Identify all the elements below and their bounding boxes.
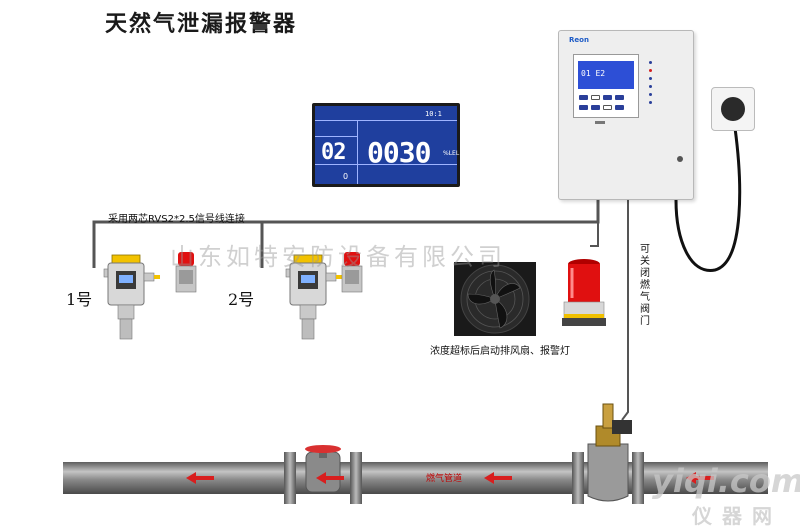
power-socket-icon bbox=[711, 87, 755, 131]
led-strip bbox=[595, 121, 605, 124]
alarm-beacon-icon bbox=[562, 259, 606, 326]
flow-arrow-icon bbox=[316, 472, 344, 484]
lock-icon bbox=[677, 156, 683, 162]
diagram-title: 天然气泄漏报警器 bbox=[105, 11, 298, 37]
lcd-main-value: 0030 bbox=[367, 136, 431, 169]
flow-arrow-icon bbox=[484, 472, 512, 484]
detector-1-label: 1号 bbox=[66, 290, 93, 309]
pipe-flange bbox=[350, 452, 362, 504]
alarm-controller: Reon 01 E2 bbox=[558, 30, 694, 200]
gas-detector-icon bbox=[285, 254, 342, 340]
alarm-beacon-icon bbox=[175, 252, 197, 293]
site-watermark-domain: yiqi.com bbox=[652, 462, 800, 500]
pipe-flange bbox=[284, 452, 296, 504]
lcd-channel: 10:1 bbox=[425, 110, 442, 118]
lcd-unit: %LEL bbox=[443, 150, 460, 157]
valve-cable bbox=[621, 200, 629, 421]
controller-lcd: 01 E2 bbox=[578, 61, 634, 89]
company-watermark: 山东如特安防设备有限公司 bbox=[170, 243, 506, 271]
power-cord bbox=[674, 127, 742, 272]
exhaust-fan-icon bbox=[454, 262, 536, 336]
manual-valve-icon bbox=[305, 445, 341, 493]
cable-note: 采用两芯RVS2*2.5信号线连接 bbox=[108, 214, 245, 225]
controller-screen: 01 E2 bbox=[573, 54, 639, 118]
gas-pipe bbox=[63, 462, 768, 494]
controller-brand: Reon bbox=[569, 36, 589, 44]
solenoid-valve-icon bbox=[587, 403, 632, 502]
cable-to-beacon bbox=[590, 222, 599, 247]
detector-2-label: 2号 bbox=[228, 290, 255, 309]
pipe-flange bbox=[572, 452, 584, 504]
controller-lcd-text: 01 E2 bbox=[581, 69, 606, 78]
lcd-small-value: 0 bbox=[343, 172, 349, 181]
lcd-display-panel: 10:1 02 0030 %LEL 0 bbox=[312, 103, 460, 187]
signal-cable bbox=[92, 200, 600, 268]
fan-beacon-note: 浓度超标后启动排风扇、报警灯 bbox=[430, 346, 570, 357]
site-watermark-cn: 仪器网 bbox=[692, 504, 782, 528]
valve-note: 可关闭燃气阀门 bbox=[640, 244, 650, 327]
flow-arrow-icon bbox=[186, 472, 214, 484]
pipe-label: 燃气管道 bbox=[426, 474, 463, 484]
flow-arrow-icon bbox=[686, 472, 714, 484]
valve-handle bbox=[305, 445, 341, 453]
alarm-beacon-icon bbox=[341, 252, 363, 293]
pipe-flange bbox=[632, 452, 644, 504]
lcd-left-value: 02 bbox=[321, 140, 346, 165]
gas-detector-icon bbox=[103, 254, 160, 340]
plug-icon bbox=[721, 97, 745, 121]
